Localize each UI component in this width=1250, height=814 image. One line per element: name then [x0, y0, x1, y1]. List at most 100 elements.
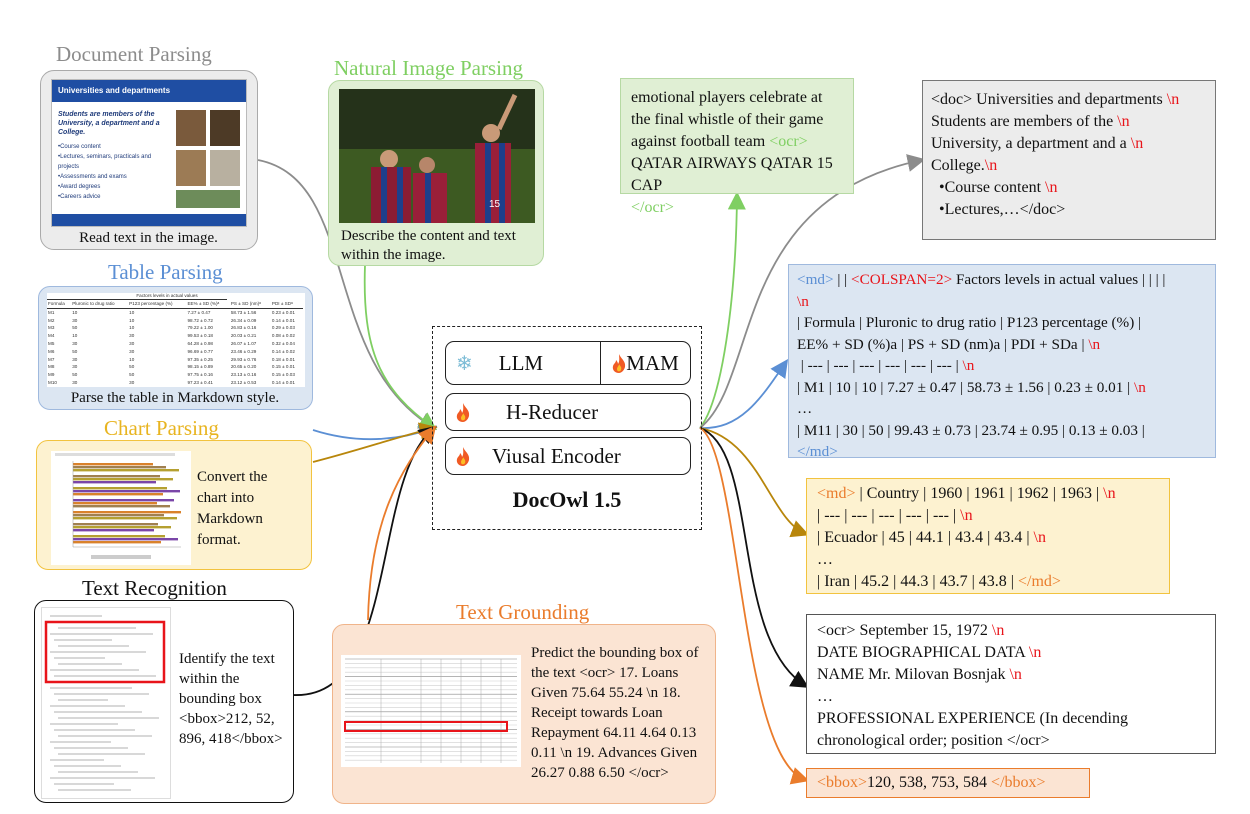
newline-token: \n: [984, 157, 998, 174]
table-thumb-cell: M9: [48, 372, 55, 378]
llm-block: ❄ LLM: [446, 342, 601, 384]
newline-token: \n: [1009, 666, 1022, 683]
table-thumb-col: Pluronic to drug ratio: [71, 300, 129, 309]
chart-output-box: <md> | Country | 1960 | 1961 | 1962 | 19…: [806, 478, 1170, 594]
document-parsing-title: Document Parsing: [56, 42, 212, 66]
ocr-open-tag: <ocr>: [769, 133, 808, 150]
llm-label: LLM: [498, 350, 544, 375]
thumb-bar: [73, 541, 161, 544]
h-reducer-module: H-Reducer: [445, 393, 691, 431]
bbox-highlight: [44, 620, 166, 684]
table-thumb-cell: 10: [129, 309, 135, 315]
doc-line: College.: [931, 157, 985, 174]
table-thumb-cell: 23.46 ± 0.29: [230, 348, 257, 354]
md-open-tag: <md>: [797, 271, 834, 288]
ocr-line: PROFESSIONAL EXPERIENCE (In decending: [817, 710, 1128, 727]
ground-box: [344, 721, 508, 732]
thumb-bar: [73, 475, 160, 478]
md-line: | M1 | 10 | 10 | 7.27 ± 0.47 | 58.73 ± 1…: [797, 378, 1131, 396]
ocr-output-box: <ocr> September 15, 1972 \n DATE BIOGRAP…: [806, 614, 1216, 754]
md-line: Factors levels in actual values | | | |: [952, 271, 1166, 288]
table-thumb-cell: 20.03 ± 0.21: [230, 333, 257, 339]
newline-token: \n: [991, 622, 1005, 639]
llm-module: ❄ LLM MAM: [445, 341, 691, 385]
newline-token: \n: [962, 357, 975, 374]
scan-thumbnail: [41, 607, 171, 799]
md-open-tag: <md>: [817, 485, 856, 502]
newline-token: \n: [1033, 529, 1046, 546]
svg-text:15: 15: [489, 199, 501, 210]
doc-open-tag: <doc>: [931, 91, 973, 108]
newline-token: \n: [797, 292, 809, 310]
thumb-bar: [73, 463, 153, 466]
h-reducer-label: H-Reducer: [506, 399, 599, 424]
table-thumb-cell: 0.32 ± 0.04: [271, 340, 295, 346]
table-thumb-col: EE% ± SD (%)ᵃ: [186, 300, 230, 309]
table-thumb-cell: 10: [72, 333, 78, 339]
out-ocr-wire: [699, 427, 810, 688]
newline-token: \n: [1028, 644, 1042, 661]
table-thumb-cell: 0.15 ± 0.01: [271, 364, 295, 370]
photo-block: [176, 110, 206, 146]
table-thumb-cell: 20.65 ± 0.20: [230, 364, 257, 370]
newline-token: \n: [1088, 335, 1101, 353]
md-line: | Ecuador | 45 | 44.1 | 43.4 | 43.4 |: [817, 529, 1030, 546]
thumb-bar: [73, 526, 171, 529]
newline-token: \n: [1130, 135, 1144, 152]
bbox-value: 120, 538, 753, 584: [867, 774, 992, 791]
slide-lead: Students are members of the University, …: [58, 111, 160, 136]
table-thumb-cell: 0.14 ± 0.01: [271, 317, 295, 323]
ocr-close-tag: </ocr>: [631, 199, 674, 216]
table-thumb-cell: M8: [48, 364, 55, 370]
thumb-bar: [73, 505, 170, 508]
table-thumb-cell: M2: [48, 317, 55, 323]
slide-bullet: •Award degrees: [58, 184, 101, 190]
md-close-tag: </md>: [797, 443, 838, 460]
newline-token: \n: [1166, 91, 1180, 108]
table-thumb-cell: 0.29 ± 0.03: [271, 325, 295, 331]
snowflake-icon: ❄: [456, 352, 473, 375]
table-thumb-cell: 97.35 ± 0.25: [187, 356, 213, 362]
bbox-open-tag: <bbox>: [817, 774, 868, 791]
table-thumb-cell: 50: [72, 325, 78, 331]
bbox-close-tag: </bbox>: [991, 774, 1046, 791]
table-thumb-cell: 0.23 ± 0.01: [271, 309, 295, 315]
md-line: | M11 | 30 | 50 | 99.43 ± 0.73 | 23.74 ±…: [797, 421, 1145, 439]
table-thumb-cell: 23.13 ± 0.16: [230, 372, 257, 378]
thumb-bar: [73, 499, 174, 502]
md-line: | Formula | Pluronic to drug ratio | P12…: [797, 314, 1142, 331]
newline-token: \n: [1117, 113, 1130, 130]
slide-bullet: •Course content: [58, 144, 101, 150]
doc-line: Students are members of the: [931, 113, 1114, 130]
table-thumb-cell: 50: [129, 364, 135, 370]
text-grounding-title: Text Grounding: [456, 600, 590, 624]
slide-bullet: •Assessments and exams: [58, 174, 127, 180]
table-thumb-cell: 7.27 ± 0.47: [187, 309, 211, 315]
table-thumb-cell: M7: [48, 356, 55, 362]
table-thumb-cell: 30: [129, 333, 135, 339]
table-thumb-cell: M4: [48, 333, 55, 339]
out-chart-wire: [699, 427, 810, 538]
table-thumb-cell: M10: [48, 379, 57, 385]
thumb-bar: [73, 490, 180, 493]
table-thumb-col: Formula: [47, 300, 72, 309]
table-parsing-title: Table Parsing: [108, 260, 223, 284]
table-thumb-cell: 10: [129, 317, 135, 323]
md-line: | Iran | 45.2 | 44.3 | 43.7 | 43.8 |: [817, 573, 1014, 590]
table-thumb-cell: 98.15 ± 0.89: [187, 364, 213, 370]
chart-parsing-caption: Convert the chart into Markdown format.: [197, 469, 268, 548]
colspan-token: <COLSPAN=2>: [851, 271, 953, 288]
natural-image-panel: 15 Describe the content and text within …: [328, 80, 544, 266]
slide-thumbnail: Universities and departments Students ar…: [51, 79, 247, 227]
ocr-line: DATE BIOGRAPHICAL DATA: [817, 644, 1025, 661]
table-thumb-cell: 26.83 ± 0.16: [230, 325, 257, 331]
table-thumb-cell: 30: [129, 379, 135, 385]
ocr-line: <ocr> September 15, 1972: [817, 622, 988, 639]
table-thumb-cell: M5: [48, 340, 55, 346]
ledger-thumb-svg: [344, 658, 517, 763]
